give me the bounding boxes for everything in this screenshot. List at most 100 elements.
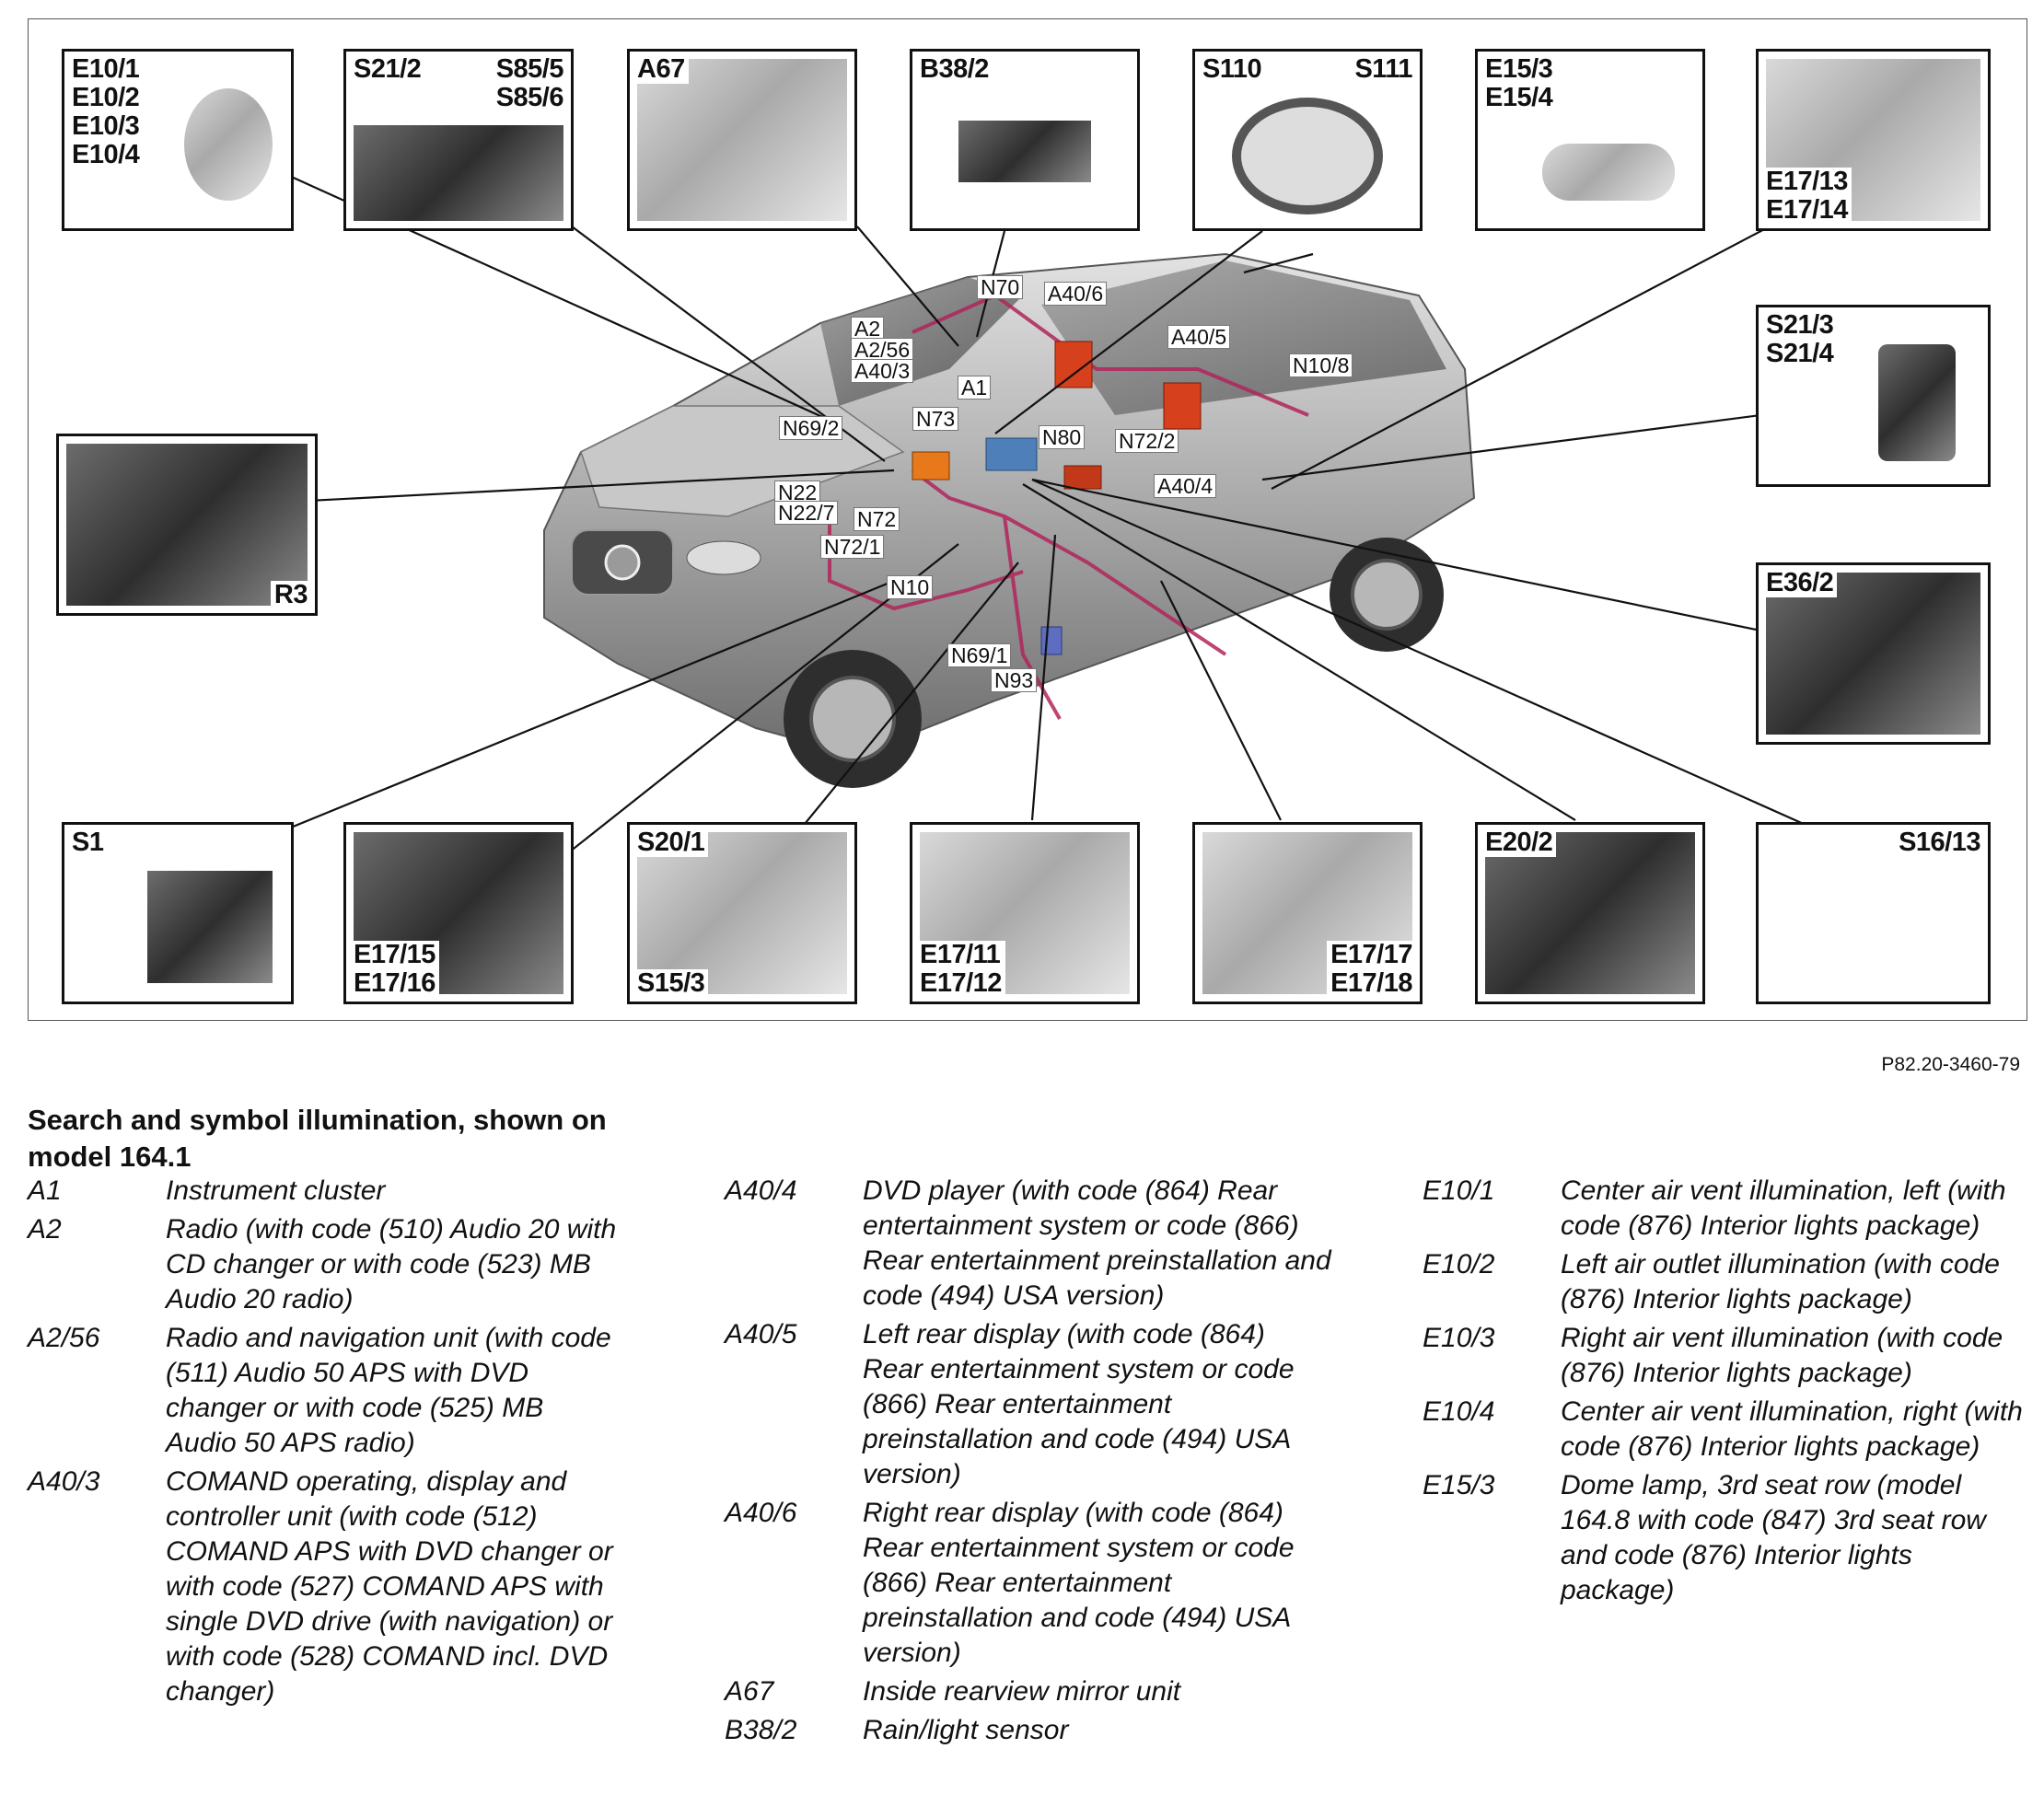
callout-label: E17/15 E17/16 (350, 941, 439, 998)
legend-code: E10/3 (1423, 1323, 1495, 1353)
callout-glovebox-lamp: E20/2 (1475, 822, 1705, 1004)
callout-label: S85/5 S85/6 (492, 55, 567, 112)
figure-reference-number: P82.20-3460-79 (1881, 1054, 2020, 1075)
component-tag: A1 (958, 376, 992, 399)
legend-entry: A1 Instrument cluster (28, 1174, 617, 1209)
callout-label: E20/2 (1481, 828, 1557, 857)
legend-code: A67 (725, 1676, 774, 1707)
callout-rearview-mirror: A67 (627, 49, 857, 231)
component-tag: N72/2 (1115, 429, 1179, 453)
legend-column-2: A40/4 DVD player (with code (864) Rear en… (725, 1174, 1332, 1752)
legend-code: E10/2 (1423, 1249, 1495, 1280)
component-tag: N72 (854, 507, 900, 531)
callout-label: R3 (270, 581, 311, 609)
callout-label: S21/3 S21/4 (1762, 311, 1838, 368)
legend-description: Left rear display (with code (864) Rear … (863, 1319, 1295, 1489)
callout-air-vent: E10/1 E10/2 E10/3 E10/4 (62, 49, 294, 231)
legend-code: A1 (28, 1175, 62, 1206)
legend-description: Right rear display (with code (864) Rear… (863, 1498, 1295, 1668)
component-tag: A40/6 (1044, 282, 1108, 306)
component-tag: A2 (851, 317, 885, 341)
callout-ignition-switch: S1 (62, 822, 294, 1004)
callout-label: S21/2 (350, 55, 425, 84)
legend-code: A40/6 (725, 1498, 797, 1528)
legend-code: E10/4 (1423, 1396, 1495, 1427)
legend-code: A2/56 (28, 1323, 100, 1353)
callout-door-handle-lamp: E17/13 E17/14 (1756, 49, 1991, 231)
legend-description: Left air outlet illumination (with code … (1561, 1249, 2000, 1314)
legend-description: Instrument cluster (166, 1175, 386, 1206)
legend-entry: A40/6 Right rear display (with code (864)… (725, 1496, 1332, 1671)
legend-description: Dome lamp, 3rd seat row (model 164.8 wit… (1561, 1470, 1986, 1605)
callout-label: S1 (68, 828, 108, 857)
legend-entry: A2 Radio (with code (510) Audio 20 with C… (28, 1212, 617, 1317)
legend-description: Radio (with code (510) Audio 20 with CD … (166, 1214, 617, 1314)
component-tag: N69/1 (947, 643, 1012, 667)
callout-steering-column-switch: S16/13 (1756, 822, 1991, 1004)
callout-label: E17/13 E17/14 (1762, 168, 1852, 225)
callout-label: E10/1 E10/2 E10/3 E10/4 (68, 55, 144, 169)
callout-label: S16/13 (1895, 828, 1984, 857)
legend-code: A40/3 (28, 1466, 100, 1497)
legend-entry: A40/5 Left rear display (with code (864) … (725, 1317, 1332, 1492)
component-tag: A40/3 (851, 359, 914, 383)
component-tag: N70 (977, 275, 1024, 299)
legend-code: A40/4 (725, 1175, 797, 1206)
legend-entry: A40/4 DVD player (with code (864) Rear en… (725, 1174, 1332, 1314)
callout-door-switch: S21/2 S85/5 S85/6 (343, 49, 574, 231)
component-tag: N22/7 (774, 501, 839, 525)
callout-cargo-lamp: E36/2 (1756, 562, 1991, 745)
component-tag: N69/2 (779, 416, 843, 440)
legend-description: Radio and navigation unit (with code (51… (166, 1323, 611, 1458)
callout-window-switch: S21/3 S21/4 (1756, 305, 1991, 487)
callout-footwell-lamp: E17/15 E17/16 (343, 822, 574, 1004)
callout-door-panel-switches: S20/1 S15/3 (627, 822, 857, 1004)
legend-code: A40/5 (725, 1319, 797, 1349)
callout-interior-door-handle: E17/11 E17/12 (910, 822, 1140, 1004)
legend-description: Inside rearview mirror unit (863, 1676, 1181, 1707)
callout-label: E36/2 (1762, 569, 1838, 597)
legend-entry: E10/3 Right air vent illumination (with c… (1423, 1321, 2026, 1391)
legend-description: Rain/light sensor (863, 1715, 1069, 1745)
legend-description: DVD player (with code (864) Rear enterta… (863, 1175, 1331, 1311)
legend-entry: E10/4 Center air vent illumination, right… (1423, 1395, 2026, 1465)
component-tag: N73 (912, 407, 959, 431)
callout-dome-lamp: E15/3 E15/4 (1475, 49, 1705, 231)
component-tag: N93 (991, 668, 1038, 692)
callout-label: E17/17 E17/18 (1327, 941, 1416, 998)
wiring-harness (828, 293, 1309, 720)
callout-label: A67 (633, 55, 689, 84)
component-tag: A2/56 (851, 338, 914, 362)
legend-entry: A2/56 Radio and navigation unit (with cod… (28, 1321, 617, 1461)
legend-column-1: A1 Instrument cluster A2 Radio (with code … (28, 1174, 617, 1713)
component-tag: A40/5 (1167, 325, 1231, 349)
legend-entry: A40/3 COMAND operating, display and contr… (28, 1465, 617, 1709)
callout-label: E15/3 E15/4 (1481, 55, 1557, 112)
callout-label: E17/11 E17/12 (916, 941, 1005, 998)
legend-description: COMAND operating, display and controller… (166, 1466, 613, 1707)
component-tag: N10 (887, 575, 934, 599)
legend-entry: E10/2 Left air outlet illumination (with … (1423, 1247, 2026, 1317)
component-tag: N72/1 (820, 535, 885, 559)
callout-steering-wheel: S110 S111 (1192, 49, 1423, 231)
legend-description: Right air vent illumination (with code (… (1561, 1323, 2003, 1388)
legend-title: Search and symbol illumination, shown on… (28, 1104, 607, 1173)
callout-rain-light-sensor: B38/2 (910, 49, 1140, 231)
component-tag: N10/8 (1289, 353, 1353, 377)
component-tag: A40/4 (1154, 474, 1217, 498)
callout-label: S111 (1351, 55, 1416, 84)
legend-code: A2 (28, 1214, 62, 1245)
callout-label: S20/1 (633, 828, 709, 857)
legend-entry: A67 Inside rearview mirror unit (725, 1674, 1332, 1709)
diagram-figure: E10/1 E10/2 E10/3 E10/4 S21/2 S85/5 S85/… (28, 18, 2027, 1021)
legend-code: B38/2 (725, 1715, 797, 1745)
legend-description: Center air vent illumination, right (wit… (1561, 1396, 2023, 1462)
component-tag: N80 (1039, 425, 1086, 449)
legend-code: E10/1 (1423, 1175, 1495, 1206)
legend-code: E15/3 (1423, 1470, 1495, 1500)
callout-label: S15/3 (633, 969, 709, 998)
callout-underbody-lamp: E17/17 E17/18 (1192, 822, 1423, 1004)
car-headlight (686, 540, 761, 575)
